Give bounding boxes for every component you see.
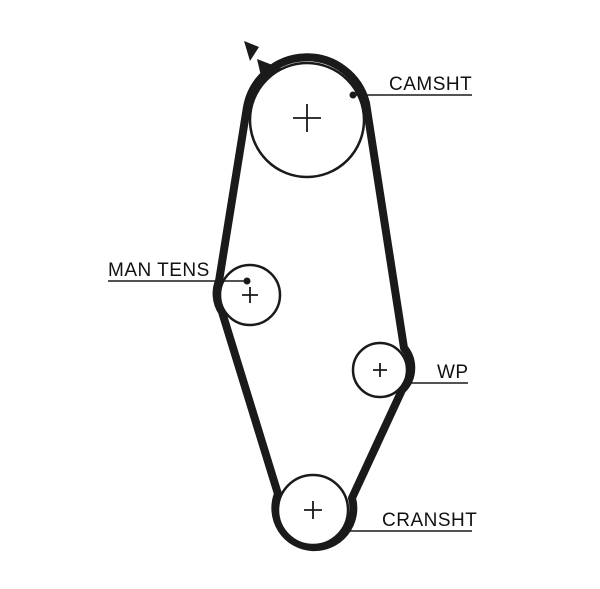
tensioner-leader-dot <box>243 277 251 285</box>
tensioner-label: MAN TENS <box>108 260 210 281</box>
crankshaft-leader-dot <box>341 527 349 535</box>
crankshaft-callout: CRANSHT <box>341 510 477 535</box>
water-pump-center-mark <box>373 363 387 377</box>
crankshaft-label: CRANSHT <box>382 510 477 531</box>
water-pump-leader-dot <box>404 379 412 387</box>
water-pump-label: WP <box>437 362 469 383</box>
timing-belt <box>212 53 416 552</box>
rotation-arrow-small-segment <box>244 41 259 61</box>
camshaft-callout: CAMSHT <box>349 74 472 99</box>
water-pump-callout: WP <box>404 362 469 387</box>
tensioner-callout: MAN TENS <box>108 260 251 285</box>
camshaft-center-mark <box>293 104 321 132</box>
crankshaft-center-mark <box>304 501 322 519</box>
camshaft-leader-dot <box>349 91 357 99</box>
camshaft-label: CAMSHT <box>389 74 472 95</box>
tensioner-center-mark <box>242 287 258 303</box>
